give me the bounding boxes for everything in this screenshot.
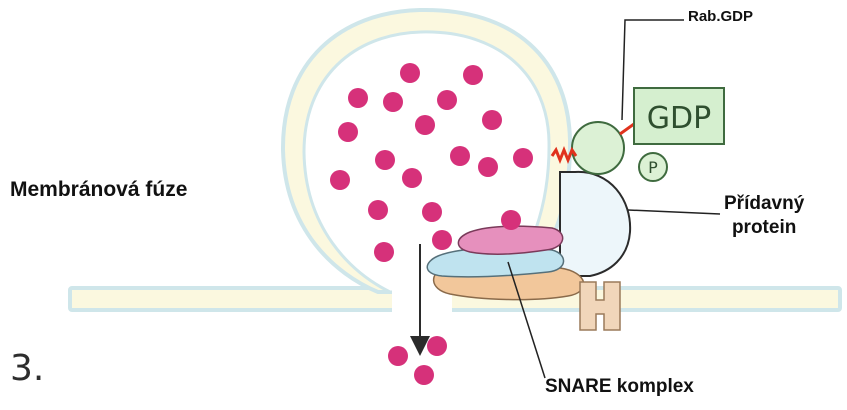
- snare-complex-label: SNARE komplex: [545, 376, 694, 398]
- cargo-particle: [330, 170, 350, 190]
- cargo-particle: [482, 110, 502, 130]
- title-label: Membránová fúze: [10, 178, 187, 202]
- cargo-particle: [402, 168, 422, 188]
- cargo-particle: [388, 346, 408, 366]
- cargo-particle: [375, 150, 395, 170]
- cargo-particle: [478, 157, 498, 177]
- cargo-particle: [383, 92, 403, 112]
- cargo-particle: [415, 115, 435, 135]
- rab-gdp-linker: [620, 124, 634, 134]
- accessory-protein: [560, 172, 630, 276]
- cargo-particle: [427, 336, 447, 356]
- gdp-label: GDP: [647, 101, 711, 136]
- cargo-particle: [432, 230, 452, 250]
- accessory-protein-label-line2: protein: [724, 216, 804, 240]
- cargo-particle: [338, 122, 358, 142]
- cargo-particle: [501, 210, 521, 230]
- cargo-particle: [422, 202, 442, 222]
- cargo-particle: [463, 65, 483, 85]
- cargo-particle: [513, 148, 533, 168]
- cargo-particle: [400, 63, 420, 83]
- cargo-particle: [437, 90, 457, 110]
- cargo-particle: [374, 242, 394, 262]
- cargo-particle: [348, 88, 368, 108]
- cargo-particle: [368, 200, 388, 220]
- rab-protein: [572, 122, 624, 174]
- accessory-protein-leader: [628, 210, 720, 214]
- accessory-protein-label-line1: Přídavný: [724, 192, 804, 216]
- cargo-particle: [414, 365, 434, 385]
- phosphate-label: P: [648, 158, 658, 177]
- step-number: 3.: [10, 348, 44, 389]
- accessory-protein-label: Přídavný protein: [724, 192, 804, 240]
- rab-gdp-label: Rab.GDP: [688, 8, 753, 25]
- cargo-particle: [450, 146, 470, 166]
- snare-pink-helix: [458, 226, 562, 254]
